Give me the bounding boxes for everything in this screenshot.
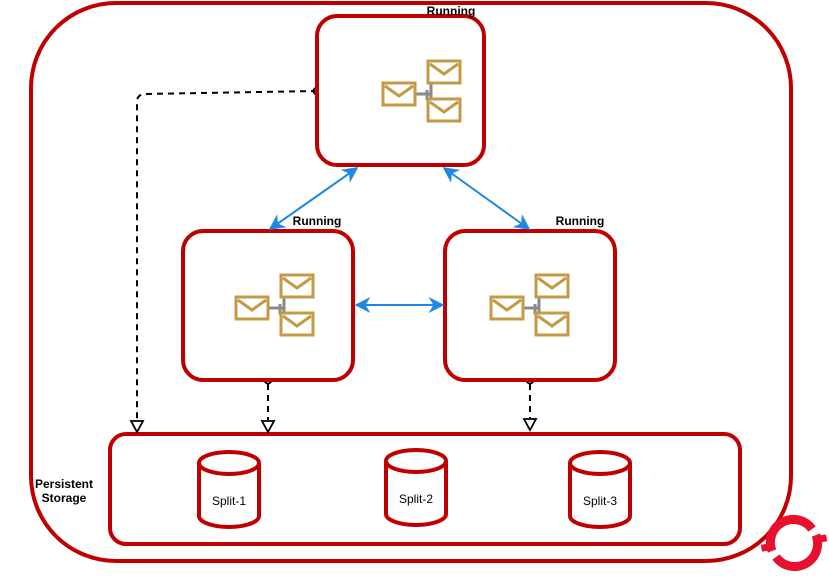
- volume-label: Split-1: [212, 494, 246, 508]
- node-right[interactable]: [443, 229, 617, 382]
- volume-split-2[interactable]: Split-2: [384, 448, 448, 527]
- volume-split-3[interactable]: Split-3: [568, 450, 632, 529]
- storage-label-line2: Storage: [42, 491, 87, 505]
- node-right-status: Running: [556, 214, 605, 228]
- edge-top-right: [442, 167, 531, 230]
- volume-split-1[interactable]: Split-1: [197, 450, 261, 529]
- dashed-edge-right-to-storage: [522, 375, 538, 432]
- node-top-status: Running: [427, 4, 476, 18]
- node-left-status: Running: [293, 214, 342, 228]
- volume-label: Split-2: [399, 492, 433, 506]
- edge-top-left: [268, 167, 359, 230]
- dashed-edge-left-to-storage: [260, 375, 276, 434]
- node-left[interactable]: [181, 229, 355, 382]
- storage-label-line1: Persistent: [35, 477, 93, 491]
- volume-label: Split-3: [583, 494, 617, 508]
- storage-box: [108, 432, 742, 546]
- cluster-frame: [29, 1, 793, 563]
- node-top[interactable]: [315, 14, 486, 167]
- openshift-logo-icon: [760, 515, 828, 571]
